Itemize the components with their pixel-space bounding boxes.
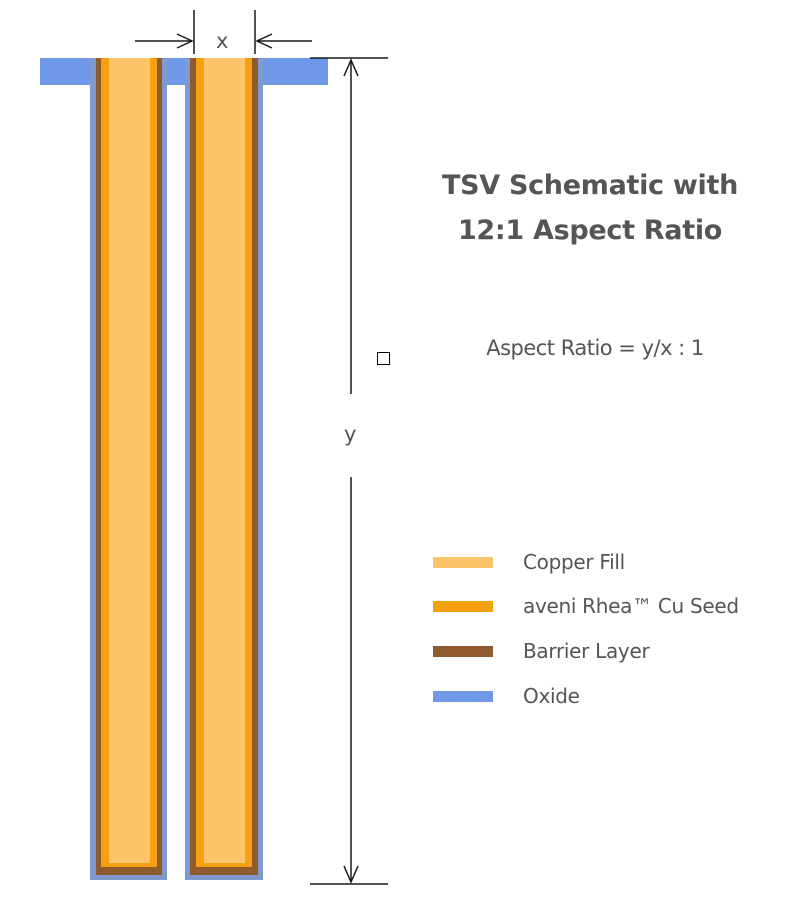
legend-item-copper-fill: Copper Fill — [433, 547, 625, 577]
legend-label: aveni Rhea™ Cu Seed — [523, 594, 739, 618]
x-dimension — [135, 10, 312, 54]
cu-seed-swatch-icon — [433, 600, 493, 612]
legend-label: Oxide — [523, 684, 580, 708]
y-dimension-label: y — [344, 422, 357, 446]
aspect-ratio-formula: Aspect Ratio = y/x : 1 — [486, 336, 704, 360]
oxide-swatch-icon — [433, 690, 493, 702]
legend-item-oxide: Oxide — [433, 681, 580, 711]
via-2 — [185, 58, 263, 880]
legend-label: Copper Fill — [523, 550, 625, 574]
y-dimension — [310, 57, 388, 885]
barrier-layer-swatch-icon — [433, 645, 493, 657]
copper-fill-swatch-icon — [433, 556, 493, 568]
legend-label: Barrier Layer — [523, 639, 650, 663]
x-dimension-label: x — [216, 29, 229, 53]
legend-item-barrier-layer: Barrier Layer — [433, 636, 650, 666]
legend-item-cu-seed: aveni Rhea™ Cu Seed — [433, 591, 739, 621]
checkbox-icon[interactable] — [377, 352, 390, 365]
via-1 — [90, 58, 167, 880]
diagram-title-line-2: 12:1 Aspect Ratio — [457, 215, 723, 246]
oxide-top-layer — [40, 58, 328, 85]
diagram-title-line-1: TSV Schematic with — [442, 170, 738, 201]
